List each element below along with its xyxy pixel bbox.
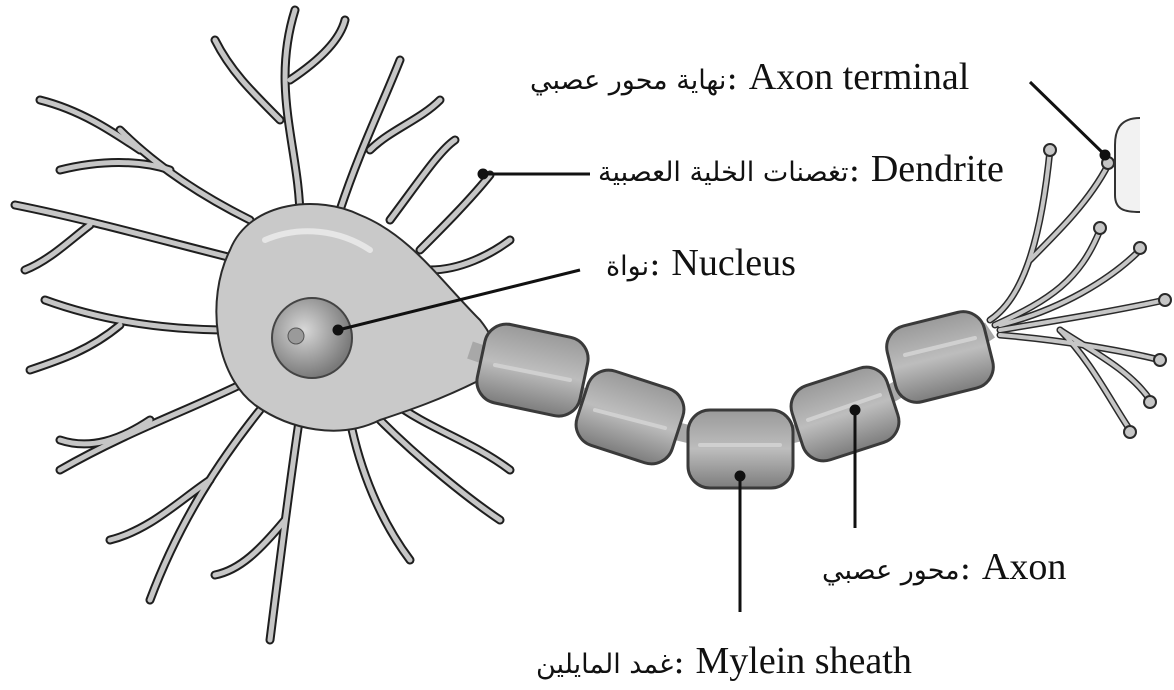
axon-terminal-label: نهاية محور عصبي: Axon terminal <box>530 58 969 100</box>
cell-body <box>216 204 495 431</box>
myelin-segment <box>785 361 904 466</box>
axon-label: محور عصبي: Axon <box>822 548 1066 590</box>
nucleus <box>272 298 352 378</box>
myelin-sheath-label: غمد المايلين: Mylein sheath <box>536 642 912 684</box>
dendrite-label: تغصنات الخلية العصبية: Dendrite <box>598 150 1004 192</box>
nucleus-label: نواة: Nucleus <box>606 244 796 286</box>
axon-terminals <box>990 144 1171 438</box>
synapse-target <box>1115 118 1140 212</box>
myelin-segments <box>473 307 998 488</box>
axon-terminal-leader <box>1030 82 1105 155</box>
nucleolus <box>288 328 304 344</box>
myelin-segment <box>473 320 592 420</box>
myelin-segment <box>882 307 998 407</box>
